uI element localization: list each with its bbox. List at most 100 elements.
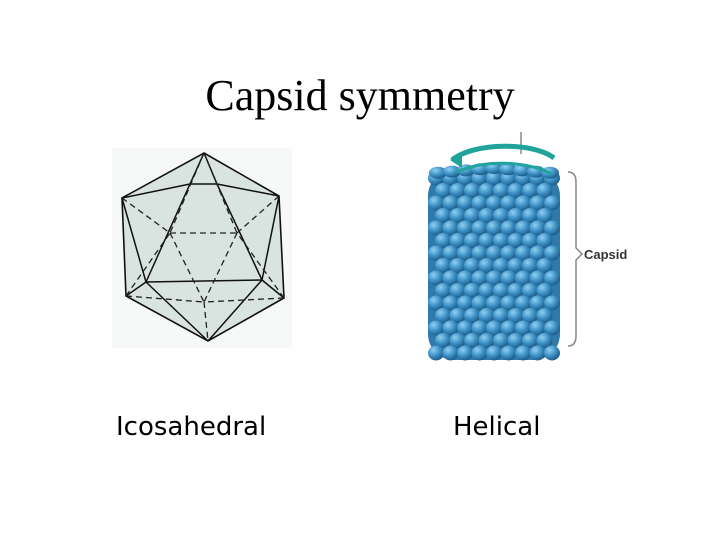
capsomere [435, 183, 451, 198]
capsomere [449, 308, 466, 323]
capsomere [522, 333, 538, 348]
capsomere [544, 345, 560, 361]
capsomere [478, 258, 495, 273]
capsomere [442, 195, 459, 211]
icosahedron-diagram [112, 148, 292, 348]
capsomere [544, 245, 560, 261]
capsomere [478, 208, 495, 223]
capsomere [478, 283, 495, 298]
icosahedron-hidden-edges [121, 152, 285, 342]
capsomere [493, 283, 509, 298]
capsomere [529, 220, 546, 236]
capsomere [449, 233, 466, 248]
capsomere [507, 233, 524, 248]
capsomere [435, 233, 451, 248]
capsomere [500, 320, 517, 336]
capsomere [449, 333, 466, 348]
capsomere [522, 283, 538, 298]
capsomere [464, 208, 480, 223]
capsomere [544, 295, 560, 311]
capsomere [529, 195, 546, 211]
capsomere [478, 308, 495, 323]
capsomere [529, 270, 546, 286]
capsomere [529, 295, 546, 311]
capsomere [529, 320, 546, 336]
capsomere [486, 270, 502, 286]
capsomere [457, 345, 473, 361]
capsomere [486, 220, 502, 236]
capsomere [515, 320, 531, 336]
capsomere-rim [443, 165, 461, 178]
capsomere [515, 245, 531, 261]
capsomere [442, 245, 459, 261]
helical-capsid-diagram: Capsid [428, 132, 627, 361]
capsomere [457, 195, 473, 211]
capsomere [544, 270, 560, 286]
capsomere [493, 183, 509, 198]
capsomere [536, 183, 553, 198]
slide-title: Capsid symmetry [205, 71, 515, 120]
capsid-bracket [567, 171, 584, 347]
capsomere [442, 270, 459, 286]
capsomere [428, 320, 444, 336]
capsomere [435, 333, 451, 348]
capsomere [486, 295, 502, 311]
capsomere [486, 320, 502, 336]
capsomere [493, 333, 509, 348]
capsomere [515, 270, 531, 286]
capsomere [544, 320, 560, 336]
capsomere [428, 220, 444, 236]
capsomere [449, 283, 466, 298]
capsomere [522, 233, 538, 248]
capsomere [536, 308, 553, 323]
capsomere [536, 258, 553, 273]
capsomere-rim [499, 163, 517, 176]
capsomere [493, 308, 509, 323]
capsid-annotation: Capsid [584, 247, 627, 262]
icosahedron-front-edges [121, 152, 285, 342]
capsomere [500, 295, 517, 311]
capsomere [464, 258, 480, 273]
capsomere [464, 308, 480, 323]
capsomere [544, 195, 560, 211]
capsomere [449, 258, 466, 273]
capsomere [500, 220, 517, 236]
capsomere [442, 320, 459, 336]
capsomere [515, 295, 531, 311]
capsomere [435, 308, 451, 323]
capsomere [500, 195, 517, 211]
capsomere [507, 208, 524, 223]
capsomere [449, 208, 466, 223]
capsomere [464, 333, 480, 348]
capsomere [522, 183, 538, 198]
capsomere [478, 183, 495, 198]
capsomere [500, 345, 517, 361]
capsomere [457, 295, 473, 311]
caption-icosahedral: Icosahedral [116, 412, 267, 442]
capsomere [536, 208, 553, 223]
capsomere [442, 345, 459, 361]
capsomere [529, 345, 546, 361]
capsomere [457, 220, 473, 236]
capsomere [464, 183, 480, 198]
capsomere [442, 220, 459, 236]
rna-strand-front [455, 161, 553, 176]
capsomere [515, 220, 531, 236]
capsomere [471, 220, 488, 236]
capsomere [486, 345, 502, 361]
capsomere [529, 245, 546, 261]
capsomere [428, 345, 444, 361]
capsomere [522, 308, 538, 323]
capsomere [536, 283, 553, 298]
capsomere [544, 220, 560, 236]
rotation-arrow-icon [450, 152, 462, 168]
capsomere [507, 283, 524, 298]
capsomere [428, 270, 444, 286]
capsomere [464, 233, 480, 248]
capsomere [471, 345, 488, 361]
capsomere [500, 245, 517, 261]
capsomere [493, 258, 509, 273]
capsomere [500, 270, 517, 286]
capsomere-rim [429, 166, 447, 179]
capsomere-rim [513, 164, 531, 177]
